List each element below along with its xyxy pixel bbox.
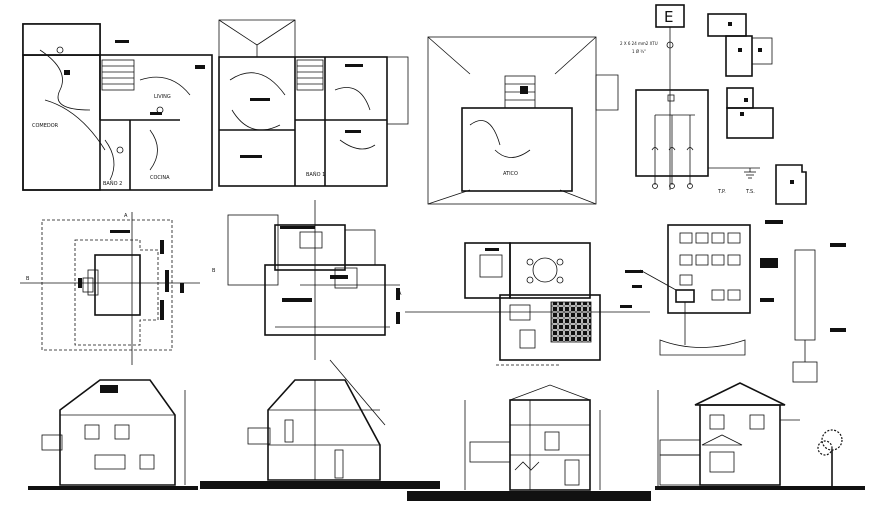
section-mark-a-top: A (124, 213, 128, 219)
ts-label: T.S. (745, 189, 755, 195)
room-label-bano2: BAÑO 2 (103, 180, 122, 187)
attic-roof-plan: ATICO (427, 36, 619, 205)
tp-label: T.P. (717, 189, 726, 195)
side-elevation (655, 382, 865, 490)
first-floor-electrical-plan: BAÑO 1 (218, 19, 409, 187)
electrical-single-line-diagram: E 2 X 6 24 mm2 XTU 1 Ø ¾" T.P. T.S. (620, 4, 807, 205)
room-label-cocina: COCINA (150, 175, 170, 181)
feeder-spec-line2: 1 Ø ¾" (632, 49, 646, 54)
section-mark-b-left: B (26, 276, 30, 282)
ground-floor-electrical-plan: COMEDOR LIVING BAÑO 2 COCINA (22, 23, 213, 191)
room-label-comedor: COMEDOR (32, 123, 59, 129)
room-label-living: LIVING (154, 94, 171, 100)
cross-section (407, 384, 651, 501)
room-label-bano1: BAÑO 1 (306, 171, 325, 178)
furniture-floor-plan: A (398, 242, 650, 366)
room-label-atico: ATICO (503, 171, 518, 177)
meter-box-letter: E (664, 8, 673, 26)
feeder-spec-line1: 2 X 6 24 mm2 XTU (620, 41, 658, 46)
structural-floor-plan: B (212, 200, 400, 360)
meter-pillar-elevation (625, 220, 846, 383)
section-elevation (200, 359, 440, 489)
foundation-plan: B A (20, 212, 200, 365)
section-mark-a-bottom: A (398, 291, 402, 297)
section-mark-b-right: B (212, 268, 216, 274)
front-elevation (28, 379, 198, 490)
